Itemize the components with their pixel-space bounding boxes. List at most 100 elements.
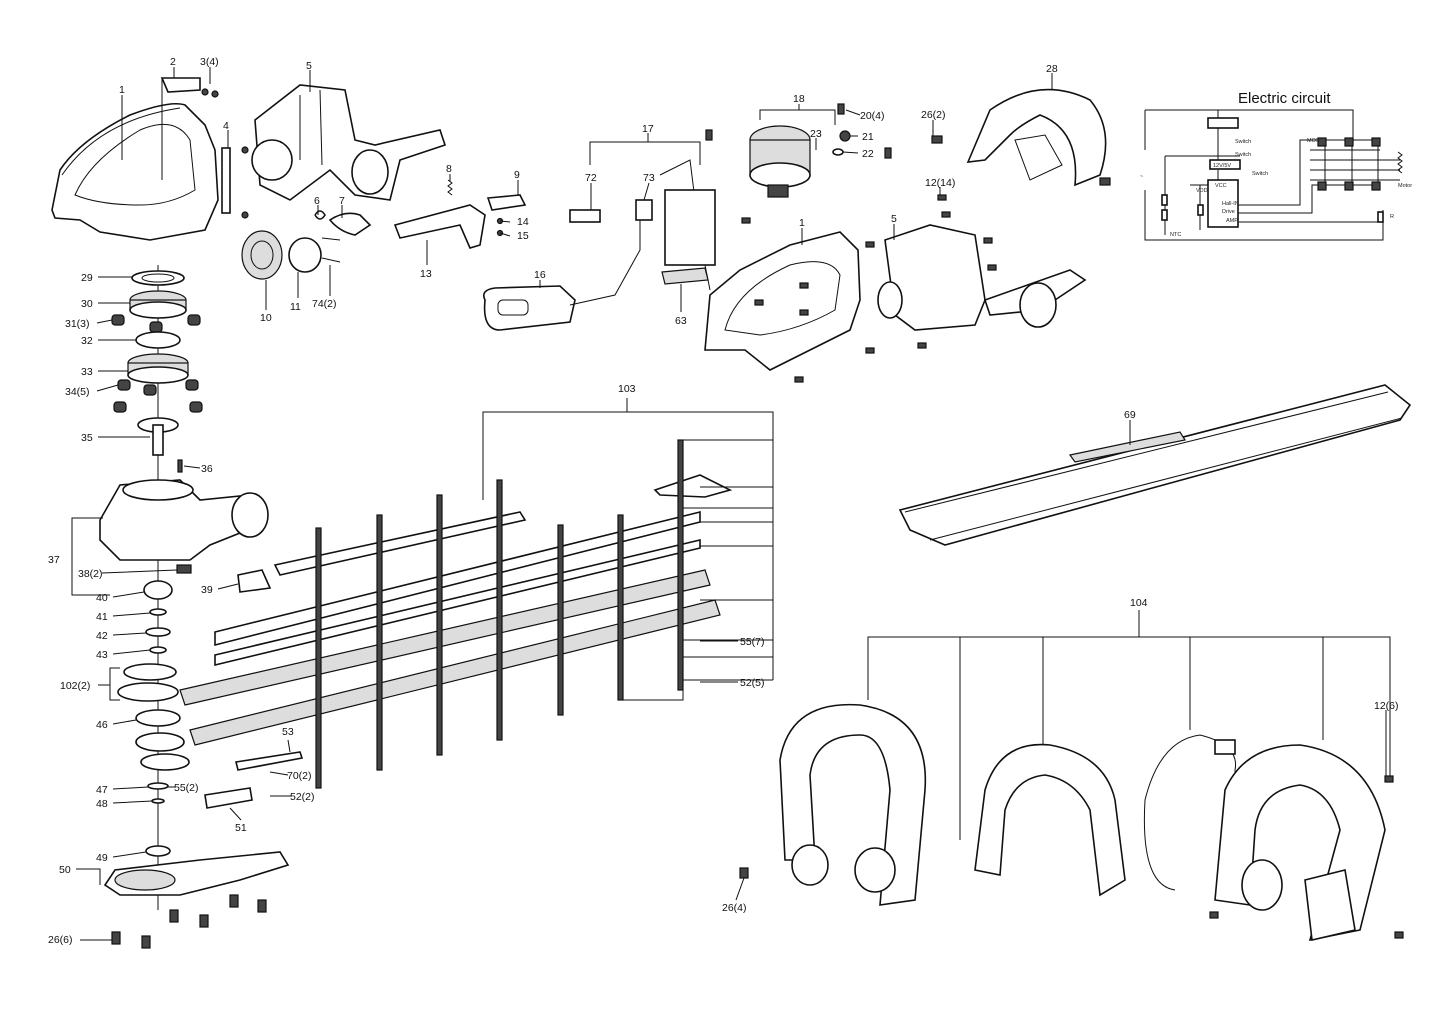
part-label: 34(5) [65, 386, 90, 398]
part-label: 49 [96, 852, 108, 864]
screws-part-12 [741, 194, 997, 383]
part-label: 35 [81, 432, 93, 444]
guard-part-28 [966, 88, 1107, 187]
part-label: 48 [96, 798, 108, 810]
part-label: 6 [314, 195, 320, 207]
part-label: 50 [59, 864, 71, 876]
part-label: 40 [96, 592, 108, 604]
vcc-label: VCC [1215, 183, 1227, 189]
blade-assembly [179, 439, 733, 789]
nut-part-21 [839, 130, 851, 142]
motor-label: Motor [1398, 183, 1412, 189]
part-label: 30 [81, 298, 93, 310]
bracket-104 [867, 610, 1391, 840]
part-label: 5 [891, 213, 897, 225]
front-handle-loop [779, 703, 927, 906]
part-label: 15 [517, 230, 529, 242]
part-label: 52(5) [740, 677, 765, 689]
front-handle-housing [1214, 744, 1386, 942]
bracket-37 [71, 517, 110, 596]
ac-label: ~ [1140, 174, 1143, 180]
part-label: 18 [793, 93, 805, 105]
part-label: 31(3) [65, 318, 90, 330]
motor-part-18 [749, 125, 811, 198]
spring-part-8 [447, 179, 453, 196]
switch-label: Switch [1235, 139, 1251, 145]
part-label: 26(6) [48, 934, 73, 946]
electric-circuit: Electric circuit Switch Switch 12V/5V Sw… [1140, 90, 1412, 241]
part-label: 42 [96, 630, 108, 642]
switch-part-73 [635, 199, 653, 221]
plate-part-53 [235, 751, 304, 771]
circuit-title: Electric circuit [1238, 90, 1331, 107]
resistor-label: R [1390, 214, 1394, 220]
part-label: 3(4) [200, 56, 219, 68]
part-label: 9 [514, 169, 520, 181]
part-label: 14 [517, 216, 529, 228]
part-label: 20(4) [860, 110, 885, 122]
part-label: 74(2) [312, 298, 337, 310]
part-label: 52(2) [290, 791, 315, 803]
housing-part-5 [251, 84, 447, 201]
part-label: 28 [1046, 63, 1058, 75]
part-label: 32 [81, 335, 93, 347]
bracket-part-2 [160, 77, 201, 93]
part-label: 23 [810, 128, 822, 140]
part-label: 63 [675, 315, 687, 327]
part-label: 26(2) [921, 109, 946, 121]
plate-part-4 [221, 146, 249, 219]
controller-part-17 [664, 189, 716, 266]
drive-label: Drive [1222, 209, 1235, 215]
part-label: 21 [862, 131, 874, 143]
bearing-holder-part-11 [288, 237, 322, 273]
lever-part-13 [393, 204, 486, 249]
part-label: 12(6) [1374, 700, 1399, 712]
part-label: 4 [223, 120, 229, 132]
part-label: 22 [862, 148, 874, 160]
part-label: 70(2) [287, 770, 312, 782]
gear-housing-part-5b [877, 224, 1087, 331]
part-label: 37 [48, 554, 60, 566]
part-label: 1 [119, 84, 125, 96]
motor-rotor-part-10 [241, 230, 283, 280]
screws-part-20 [705, 103, 892, 159]
part-label: 46 [96, 719, 108, 731]
bracket-17 [589, 133, 701, 165]
part-label: 1 [799, 217, 805, 229]
leader-lines [76, 67, 1387, 941]
screws-part-26c [739, 775, 1404, 939]
mos-label: MOS [1307, 138, 1320, 144]
part-label: 11 [290, 301, 301, 313]
switch-part-72 [569, 209, 601, 223]
part-label: 26(4) [722, 902, 747, 914]
vdd-label: VDD [1196, 188, 1208, 194]
mosfets [1317, 137, 1381, 191]
part-label: 47 [96, 784, 108, 796]
part-label: 10 [260, 312, 272, 324]
part-label: 104 [1130, 597, 1148, 609]
plate-part-51 [204, 787, 253, 809]
part-label: 2 [170, 56, 176, 68]
front-handle-wiring [1143, 734, 1241, 891]
screws-part-74 [321, 237, 341, 263]
pad-part-63 [661, 267, 709, 285]
part-label: 33 [81, 366, 93, 378]
screws-part-26a [931, 135, 1111, 186]
front-handle-cover [974, 743, 1126, 897]
regulator-label: 12V/5V [1213, 163, 1231, 169]
spring-part-6 [314, 210, 326, 220]
part-label: 8 [446, 163, 452, 175]
part-label: 73 [643, 172, 655, 184]
part-label: 17 [642, 123, 654, 135]
washer-part-22 [832, 148, 844, 156]
screws-part-3 [201, 88, 219, 98]
blade-guard-part-69 [898, 384, 1412, 546]
battery-pack-part-16 [482, 285, 576, 331]
bracket-102 [98, 667, 120, 701]
amp-label: AMP [1226, 218, 1238, 224]
part-labels: 1 2 3(4) 4 5 6 7 8 9 10 11 74(2) 13 14 1… [48, 56, 1399, 946]
part-label: 43 [96, 649, 108, 661]
hall-label: Hall-IN [1222, 201, 1239, 207]
trigger-part-7 [328, 212, 372, 236]
part-label: 72 [585, 172, 597, 184]
